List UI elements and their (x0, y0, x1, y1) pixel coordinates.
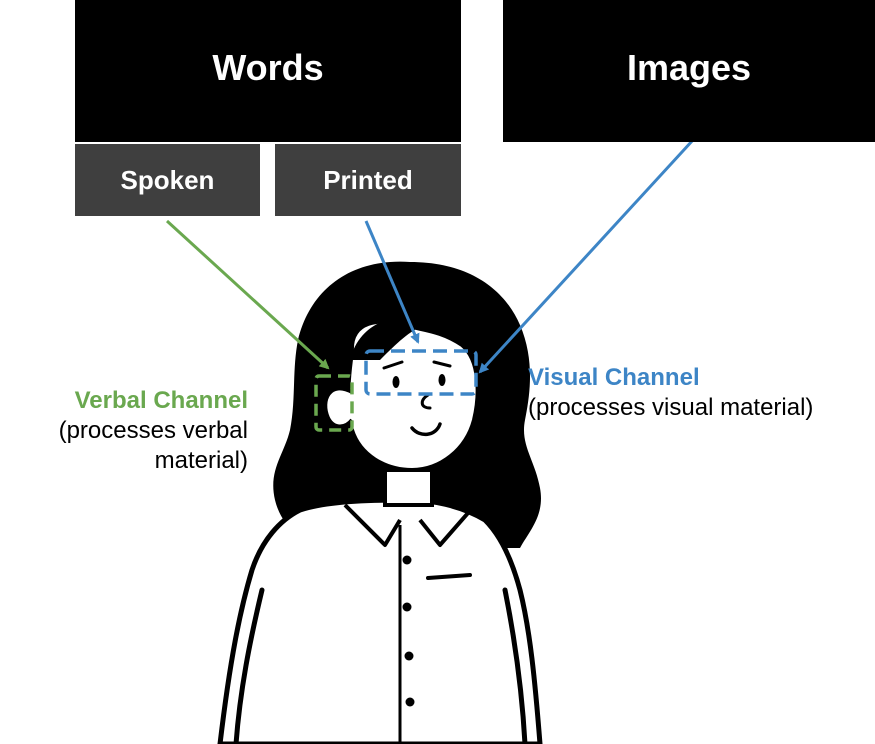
collar-right (418, 503, 477, 547)
right-arm (502, 587, 528, 744)
shirt-pocket (426, 573, 472, 580)
spoken-to-ear-arrow (165, 219, 330, 370)
right-eye (438, 374, 446, 386)
person-illustration (217, 261, 543, 744)
visual-channel-label: Visual Channel (processes visual materia… (528, 363, 828, 423)
verbal-channel-title: Verbal Channel (74, 387, 248, 414)
images-box: Images (503, 0, 875, 142)
words-box: Words (75, 0, 461, 142)
left-eye (392, 376, 400, 388)
neck (383, 468, 434, 507)
eyes-highlight-region (364, 349, 478, 396)
verbal-channel-label: Verbal Channel (processes verbal materia… (0, 386, 248, 476)
images-label: Images (626, 47, 752, 88)
left-brow (382, 360, 404, 370)
spoken-label: Spoken (120, 164, 215, 195)
ear-highlight-region (314, 374, 354, 432)
right-brow (432, 360, 452, 368)
printed-label: Printed (323, 164, 413, 195)
collar-left (343, 503, 402, 547)
shirt-button (402, 602, 412, 612)
printed-box: Printed (275, 144, 461, 216)
verbal-channel-description: (processes verbal material) (58, 417, 248, 474)
mouth (410, 422, 442, 437)
nose (420, 393, 432, 410)
spoken-box: Spoken (75, 144, 260, 216)
left-arm (233, 587, 265, 744)
shirt-button (405, 697, 415, 707)
visual-channel-title: Visual Channel (528, 364, 700, 391)
shirt-button (404, 651, 414, 661)
words-label: Words (212, 47, 324, 88)
ear (323, 386, 354, 429)
printed-to-eyes-arrow (364, 220, 420, 344)
images-to-eyes-arrow (478, 138, 695, 374)
visual-channel-description: (processes visual material) (528, 394, 814, 421)
shirt-shape (217, 497, 543, 744)
shirt-button (402, 555, 412, 565)
